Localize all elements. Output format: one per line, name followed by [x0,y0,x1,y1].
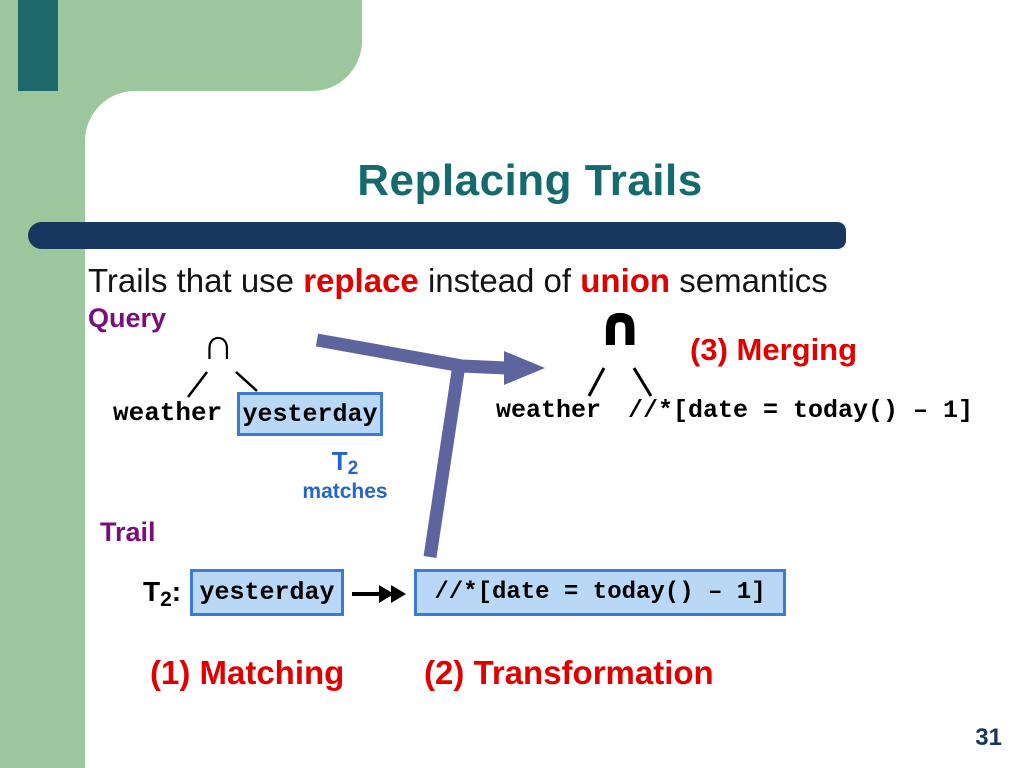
merged-right-leaf: //*[date = today() – 1] [628,396,974,425]
intro-union-keyword: union [580,262,671,299]
trail-label: Trail [100,517,156,547]
query-right-leaf: yesterday [242,399,378,429]
matches-text: matches [302,479,388,503]
green-top-band [0,0,362,91]
green-sidebar-strip [0,0,85,768]
trail-match-note: T2 matches [290,447,400,503]
query-tree-left-branch [187,371,208,398]
intro-part2: instead of [418,262,581,299]
merged-tree-right-branch [632,367,653,397]
query-label: Query [88,303,167,333]
merging-step-caption: (3) Merging [690,332,858,367]
intro-sentence: Trails that use replace instead of union… [88,262,988,300]
trail-ref: T2 [331,446,359,479]
merged-left-leaf: weather [496,396,602,425]
teal-accent-block [18,0,58,91]
page-number: 31 [975,724,1002,751]
query-tree-right-branch [235,371,258,392]
intro-replace-keyword: replace [303,262,419,299]
intro-part3: semantics [670,262,828,299]
query-intersection-symbol: ∩ [205,323,232,373]
slide-title: Replacing Trails [357,156,703,205]
intro-part1: Trails that use [88,262,304,299]
transformation-step-caption: (2) Transformation [424,654,714,691]
trail-source: yesterday [199,578,335,607]
trail-result-box: //*[date = today() – 1] [414,569,786,616]
query-right-leaf-box: yesterday [237,392,383,436]
trail-ref-label: T2: [143,576,182,611]
trail-result: //*[date = today() – 1] [434,579,766,606]
matching-step-caption: (1) Matching [150,654,345,691]
navy-divider-bar [28,222,846,249]
merged-intersection-symbol: ∩ [598,297,642,357]
query-left-leaf: weather [113,398,223,428]
merged-tree-left-branch [587,367,606,397]
transform-arrow-icon [352,585,406,603]
trail-source-box: yesterday [190,569,344,616]
